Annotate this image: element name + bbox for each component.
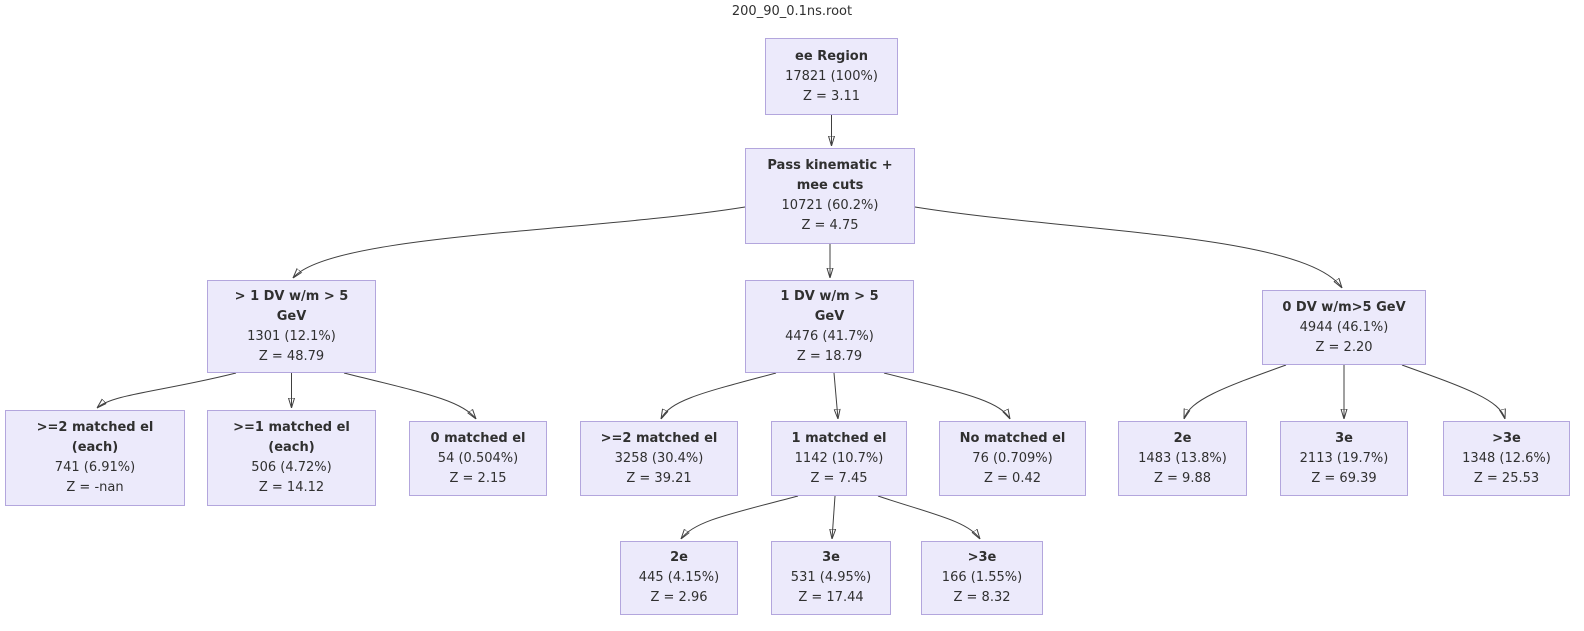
node-zero-matched: 0 matched el 54 (0.504%) Z = 2.15 — [409, 421, 547, 496]
node-title: >3e — [1492, 430, 1521, 446]
edge-one-dv-to-ge2-matched — [661, 372, 777, 419]
node-z: Z = 39.21 — [626, 470, 692, 486]
node-ge1-matched-each: >=1 matched el (each) 506 (4.72%) Z = 14… — [207, 410, 376, 506]
node-z: Z = 14.12 — [258, 480, 325, 495]
node-title-2: GeV — [814, 308, 845, 324]
node-count: 1142 (10.7%) — [794, 450, 884, 466]
node-count: 741 (6.91%) — [54, 460, 136, 475]
edge-gt1-dv-to-ge2-matched-each — [97, 372, 237, 408]
node-count: 166 (1.55%) — [941, 570, 1023, 585]
node-gt1-dv: > 1 DV w/m > 5 GeV 1301 (12.1%) Z = 48.7… — [207, 280, 376, 373]
node-title-2: (each) — [71, 440, 119, 455]
edge-pass-kinematic-to-gt1-dv — [293, 206, 746, 278]
node-count: 506 (4.72%) — [251, 460, 332, 475]
node-one-matched: 1 matched el 1142 (10.7%) Z = 7.45 — [771, 421, 907, 496]
node-count: 531 (4.95%) — [790, 570, 872, 585]
node-ee-region: ee Region 17821 (100%) Z = 3.11 — [765, 38, 898, 115]
node-z: Z = -nan — [66, 480, 124, 495]
node-count: 54 (0.504%) — [437, 450, 519, 466]
node-title: 1 matched el — [791, 430, 887, 446]
node-title: > 1 DV w/m > 5 — [234, 288, 349, 304]
node-z: Z = 69.39 — [1311, 470, 1377, 486]
node-title: >=1 matched el — [233, 420, 350, 435]
edge-zero-dv-to-gt3e-right — [1401, 364, 1505, 419]
node-ge2-matched: >=2 matched el 3258 (30.4%) Z = 39.21 — [580, 421, 738, 496]
node-title: 2e — [1173, 430, 1192, 446]
node-no-matched: No matched el 76 (0.709%) Z = 0.42 — [939, 421, 1086, 496]
node-z: Z = 2.20 — [1315, 339, 1373, 355]
node-title: Pass kinematic + — [767, 158, 893, 173]
node-one-dv: 1 DV w/m > 5 GeV 4476 (41.7%) Z = 18.79 — [745, 280, 914, 373]
node-z: Z = 3.11 — [802, 88, 860, 104]
graph-title: 200_90_0.1ns.root — [731, 4, 853, 19]
node-two-e-right: 2e 1483 (13.8%) Z = 9.88 — [1118, 421, 1247, 496]
node-title-2: mee cuts — [796, 178, 864, 193]
edge-zero-dv-to-two-e-right — [1184, 364, 1287, 419]
node-title: >=2 matched el — [36, 420, 154, 435]
node-count: 4944 (46.1%) — [1299, 319, 1389, 335]
node-z: Z = 4.75 — [801, 218, 859, 233]
node-three-e-right: 3e 2113 (19.7%) Z = 69.39 — [1280, 421, 1408, 496]
node-z: Z = 2.15 — [449, 470, 507, 486]
node-z: Z = 17.44 — [798, 590, 864, 605]
edge-one-matched-to-gt3e-mid — [877, 495, 980, 539]
node-z: Z = 9.88 — [1153, 470, 1211, 486]
edge-pass-kinematic-to-zero-dv — [914, 206, 1342, 288]
node-z: Z = 48.79 — [258, 348, 325, 364]
edge-one-matched-to-two-e-mid — [681, 495, 799, 539]
node-title: 3e — [1335, 430, 1353, 446]
edge-one-matched-to-three-e-mid — [832, 495, 835, 539]
node-two-e-mid: 2e 445 (4.15%) Z = 2.96 — [620, 541, 738, 615]
node-pass-kinematic: Pass kinematic + mee cuts 10721 (60.2%) … — [745, 148, 915, 244]
node-count: 445 (4.15%) — [638, 570, 720, 585]
node-three-e-mid: 3e 531 (4.95%) Z = 17.44 — [771, 541, 891, 615]
edge-one-dv-to-one-matched — [834, 372, 838, 419]
node-count: 1301 (12.1%) — [247, 328, 336, 344]
node-z: Z = 18.79 — [796, 348, 863, 364]
node-title: 2e — [670, 550, 688, 565]
node-z: Z = 7.45 — [810, 470, 868, 486]
node-count: 3258 (30.4%) — [614, 450, 704, 466]
node-z: Z = 2.96 — [650, 590, 708, 605]
node-title: ee Region — [795, 48, 868, 64]
node-count: 17821 (100%) — [785, 68, 878, 84]
node-count: 10721 (60.2%) — [781, 198, 879, 213]
node-title: 3e — [822, 550, 840, 565]
node-count: 1483 (13.8%) — [1138, 450, 1227, 466]
node-gt3e-right: >3e 1348 (12.6%) Z = 25.53 — [1443, 421, 1570, 496]
node-z: Z = 0.42 — [983, 470, 1041, 486]
edge-gt1-dv-to-zero-matched — [343, 372, 476, 419]
node-title: >=2 matched el — [600, 430, 718, 446]
edge-one-dv-to-no-matched — [883, 372, 1010, 419]
node-z: Z = 25.53 — [1473, 470, 1540, 486]
node-title: 1 DV w/m > 5 — [780, 288, 879, 304]
node-z: Z = 8.32 — [953, 590, 1011, 605]
node-title: 0 matched el — [430, 430, 526, 446]
node-title: No matched el — [959, 430, 1066, 446]
node-zero-dv: 0 DV w/m>5 GeV 4944 (46.1%) Z = 2.20 — [1262, 290, 1426, 365]
node-title-2: (each) — [268, 440, 315, 455]
node-count: 4476 (41.7%) — [785, 328, 874, 344]
node-title-2: GeV — [276, 308, 307, 324]
node-title: >3e — [967, 550, 997, 565]
node-count: 76 (0.709%) — [972, 450, 1053, 466]
node-ge2-matched-each: >=2 matched el (each) 741 (6.91%) Z = -n… — [5, 410, 185, 506]
node-count: 2113 (19.7%) — [1299, 450, 1389, 466]
node-title: 0 DV w/m>5 GeV — [1282, 299, 1406, 315]
node-count: 1348 (12.6%) — [1462, 450, 1551, 466]
node-gt3e-mid: >3e 166 (1.55%) Z = 8.32 — [921, 541, 1043, 615]
